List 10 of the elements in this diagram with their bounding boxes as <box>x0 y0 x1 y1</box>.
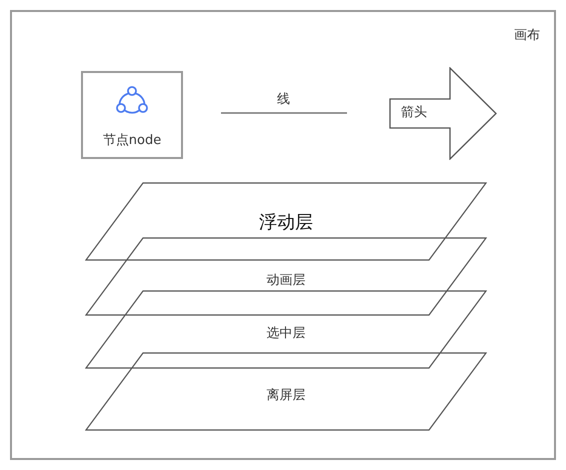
node-box <box>81 71 183 159</box>
layer-label: 离屏层 <box>266 388 306 404</box>
node-label: 节点node <box>102 133 162 149</box>
canvas-title: 画布 <box>514 28 540 44</box>
line-label: 线 <box>277 92 290 108</box>
arrow-label: 箭头 <box>401 105 427 121</box>
layer-label: 浮动层 <box>258 212 314 234</box>
canvas-frame <box>10 10 556 460</box>
layer-label: 动画层 <box>266 273 306 289</box>
layer-label: 选中层 <box>266 326 306 342</box>
